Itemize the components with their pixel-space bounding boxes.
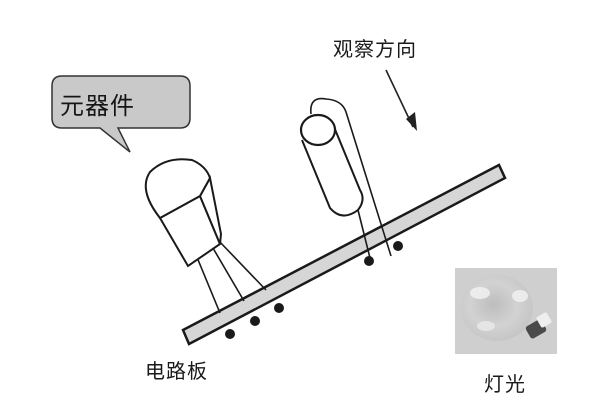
circuit-board-label: 电路板: [145, 359, 208, 383]
component-label: 元器件: [60, 92, 135, 120]
circuit-board: [181, 163, 507, 346]
viewing-direction-label: 观察方向: [333, 37, 417, 61]
viewing-direction-arrow-icon: [385, 69, 417, 131]
solder-joints: [225, 241, 403, 339]
light-label: 灯光: [484, 372, 526, 396]
speech-bubble: [51, 75, 191, 153]
light-bulb-photo: [455, 268, 557, 354]
component-right: [299, 97, 392, 259]
component-left: [144, 158, 267, 314]
